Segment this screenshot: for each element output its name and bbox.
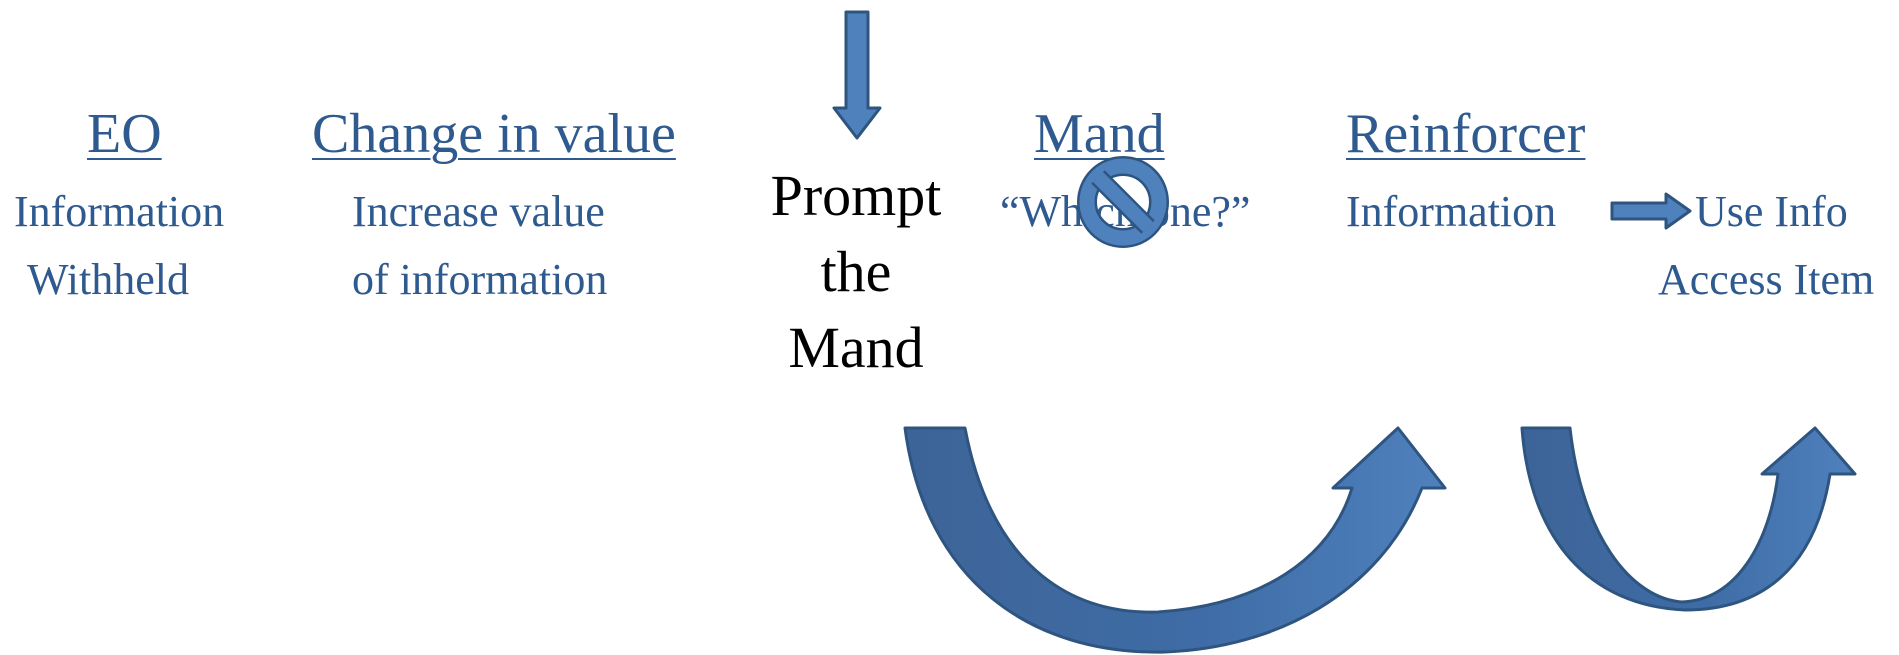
change-line-1: Increase value: [352, 187, 605, 236]
down-arrow-icon: [832, 10, 882, 140]
outcome-line-1: Use Info: [1695, 187, 1848, 236]
prompt-line-1: Prompt: [770, 163, 942, 228]
outcome-line-2: Access Item: [1658, 255, 1875, 304]
prompt-line-2: the: [820, 239, 892, 304]
reinforcer-title: Reinforcer: [1346, 103, 1586, 165]
curved-arrow-icon: [903, 426, 1447, 654]
no-symbol-icon: [1077, 156, 1169, 248]
prompt-line-3: Mand: [788, 315, 924, 380]
right-arrow-icon: [1610, 192, 1692, 230]
eo-title: EO: [87, 103, 162, 165]
eo-line-2: Withheld: [27, 255, 189, 304]
prompt-text: Prompt the Mand: [736, 158, 976, 386]
change-title: Change in value: [312, 103, 676, 165]
change-line-2: of information: [352, 255, 608, 304]
mand-title: Mand: [1034, 103, 1165, 165]
reinforcer-text: Information: [1346, 187, 1557, 236]
eo-line-1: Information: [14, 187, 225, 236]
curved-arrow-small-icon: [1520, 426, 1857, 612]
